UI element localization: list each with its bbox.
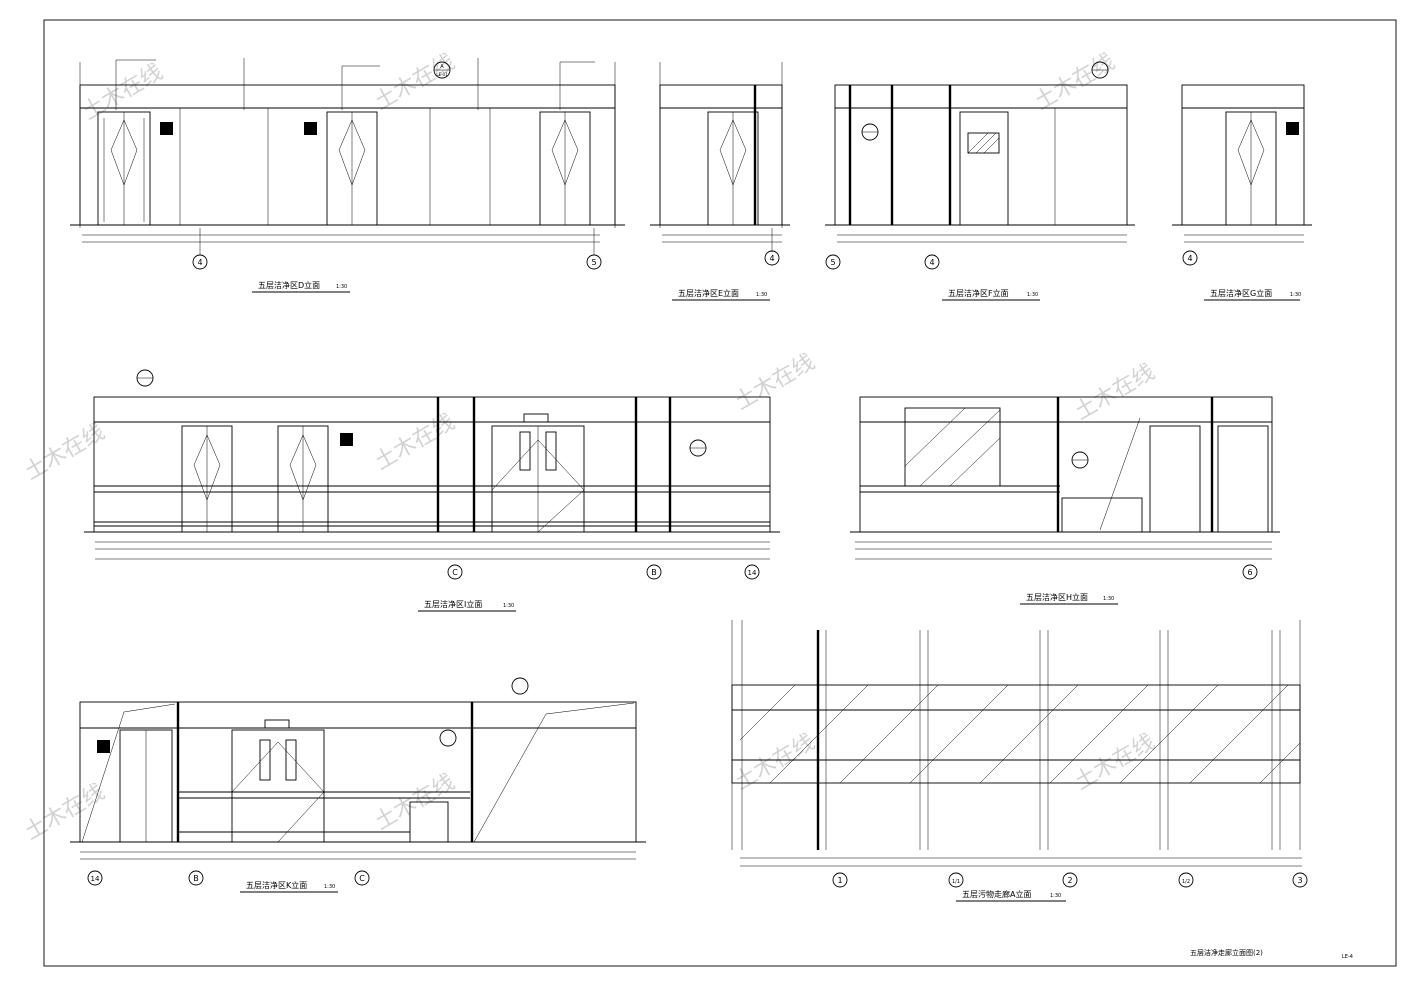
svg-text:土木在线: 土木在线 <box>1071 360 1160 426</box>
svg-text:五层洁净区F立面: 五层洁净区F立面 <box>948 288 1009 298</box>
svg-text:5: 5 <box>591 258 596 267</box>
svg-text:14: 14 <box>91 875 100 883</box>
svg-text:1:30: 1:30 <box>1050 893 1061 899</box>
svg-text:五层洁净区G立面: 五层洁净区G立面 <box>1210 288 1272 298</box>
svg-text:4: 4 <box>1187 254 1192 263</box>
svg-text:土木在线: 土木在线 <box>371 410 460 476</box>
svg-text:LE-01: LE-01 <box>436 72 448 77</box>
svg-text:1:30: 1:30 <box>503 603 514 609</box>
elevation-i: C B 14 五层洁净区I立面 1:30 <box>84 369 780 612</box>
svg-text:1/1: 1/1 <box>952 879 960 885</box>
elevation-h: 6 五层洁净区H立面 1:30 <box>850 396 1280 605</box>
door-d2 <box>326 111 378 226</box>
door-d3 <box>539 111 591 226</box>
elevation-d: 4 5 A LE-01 五层洁净区D立面 1:30 <box>70 58 625 293</box>
svg-text:1/2: 1/2 <box>1182 879 1190 885</box>
svg-text:土木在线: 土木在线 <box>731 350 820 416</box>
svg-text:2: 2 <box>1067 876 1072 885</box>
svg-text:C: C <box>452 568 458 577</box>
svg-text:土木在线: 土木在线 <box>21 420 110 486</box>
svg-text:6: 6 <box>1247 568 1252 577</box>
elevation-f: 5 4 五层洁净区F立面 1:30 <box>825 61 1135 301</box>
axis-bubble <box>192 254 208 270</box>
svg-text:1:30: 1:30 <box>1027 292 1038 298</box>
svg-text:1:30: 1:30 <box>336 284 347 290</box>
elevation-g: 4 五层洁净区G立面 1:30 <box>1172 84 1312 301</box>
elevation-a: 1 1/1 2 1/2 3 五层污物走廊A立面 1:30 <box>731 620 1308 902</box>
svg-text:3: 3 <box>1297 876 1302 885</box>
svg-text:五层洁净区I立面: 五层洁净区I立面 <box>424 599 482 609</box>
svg-text:C: C <box>359 874 365 883</box>
view-title: 五层洁净区D立面 <box>258 280 320 290</box>
svg-text:B: B <box>651 568 657 577</box>
svg-text:土木在线: 土木在线 <box>21 780 110 846</box>
access-panel <box>160 122 173 135</box>
svg-text:14: 14 <box>748 569 757 577</box>
svg-text:五层洁净区H立面: 五层洁净区H立面 <box>1026 592 1088 602</box>
svg-text:土木在线: 土木在线 <box>371 50 460 116</box>
svg-text:A: A <box>440 64 444 70</box>
svg-text:4: 4 <box>769 254 774 263</box>
svg-text:土木在线: 土木在线 <box>731 730 820 796</box>
svg-text:1:30: 1:30 <box>324 884 335 890</box>
door-d1 <box>97 111 151 226</box>
svg-text:4: 4 <box>929 258 934 267</box>
svg-text:土木在线: 土木在线 <box>79 60 168 126</box>
axis-bubble <box>586 254 602 270</box>
svg-text:五层污物走廊A立面: 五层污物走廊A立面 <box>962 889 1031 899</box>
svg-text:五层洁净区K立面: 五层洁净区K立面 <box>246 880 307 890</box>
svg-text:土木在线: 土木在线 <box>1071 730 1160 796</box>
elevation-e: 4 五层洁净区E立面 1:30 <box>650 62 790 301</box>
svg-text:1:30: 1:30 <box>1103 596 1114 602</box>
svg-text:土木在线: 土木在线 <box>1031 50 1120 116</box>
sheet-title: 五层洁净走廊立面图(2) <box>1190 948 1263 957</box>
svg-text:5: 5 <box>830 258 835 267</box>
svg-text:1:30: 1:30 <box>756 292 767 298</box>
sheet-number: LE-4 <box>1342 954 1353 960</box>
svg-text:1: 1 <box>837 876 842 885</box>
svg-text:4: 4 <box>197 258 202 267</box>
elevation-k: 14 B C 五层洁净区K立面 1:30 <box>70 677 646 893</box>
svg-text:B: B <box>193 874 199 883</box>
svg-text:1:30: 1:30 <box>1290 292 1301 298</box>
sheet-border <box>43 19 1397 967</box>
svg-text:五层洁净区E立面: 五层洁净区E立面 <box>678 288 739 298</box>
